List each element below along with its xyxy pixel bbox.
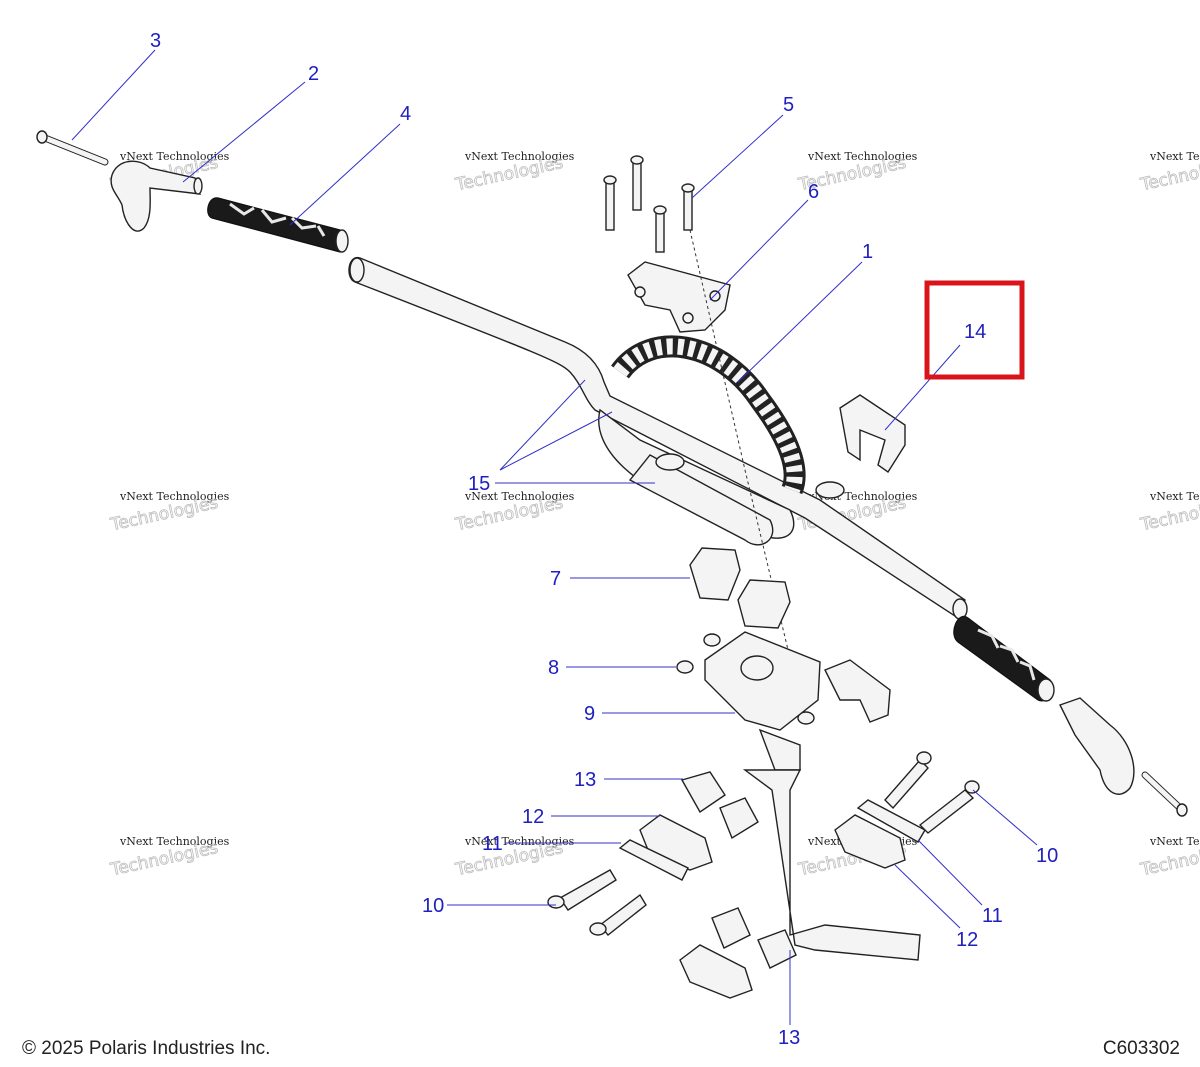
callout-7: 7 — [550, 568, 561, 590]
riser-clamp-body — [598, 408, 845, 546]
callout-10-right: 10 — [1036, 845, 1058, 867]
callout-12-left: 12 — [522, 806, 544, 828]
leader-lines — [71, 49, 1038, 1025]
callout-13-lower: 13 — [778, 1027, 800, 1049]
callout-14: 14 — [964, 321, 986, 343]
svg-text:vNext Technologies: vNext Technologies — [464, 490, 575, 503]
svg-text:vNext Technologies: vNext Technologies — [1149, 835, 1200, 848]
callout-2: 2 — [308, 63, 319, 85]
stem-mount — [704, 631, 921, 961]
callout-3: 3 — [150, 30, 161, 52]
callout-11-left: 11 — [482, 833, 503, 855]
lower-clamps — [689, 547, 791, 629]
callout-4: 4 — [400, 103, 411, 125]
alignment-lines — [689, 229, 801, 701]
diagram-code: C603302 — [1102, 1038, 1180, 1059]
riser-clamp-right — [824, 659, 891, 723]
bar-end-left — [110, 160, 203, 232]
callout-12-right: 12 — [956, 929, 978, 951]
callout-13-upper: 13 — [574, 769, 596, 791]
callout-11-right: 11 — [982, 905, 1003, 927]
bar-end-right — [1059, 697, 1135, 795]
lower-brackets — [639, 814, 906, 999]
callout-1: 1 — [862, 241, 873, 263]
svg-text:vNext Technologies: vNext Technologies — [807, 150, 918, 163]
svg-text:vNext Technologies: vNext Technologies — [464, 150, 575, 163]
watermark: vNext Technologies Technologies — [108, 835, 230, 881]
callout-5: 5 — [783, 94, 794, 116]
end-bolt-left — [36, 130, 109, 166]
parts — [36, 130, 1188, 999]
callout-8: 8 — [548, 657, 559, 679]
svg-text:vNext Technologies: vNext Technologies — [1149, 490, 1200, 503]
crossbar-pad — [611, 335, 806, 495]
callout-10-left: 10 — [422, 895, 444, 917]
callout-15: 15 — [468, 473, 490, 495]
grip-left — [207, 197, 349, 253]
top-clamp — [627, 261, 731, 333]
svg-text:vNext Technologies: vNext Technologies — [119, 150, 230, 163]
watermark: vNext Technologies Technologies — [453, 835, 575, 881]
bushings — [680, 771, 797, 969]
grip-right — [953, 615, 1055, 702]
watermark: vNext Technologies Technologies — [453, 490, 575, 536]
watermark: vNext Technologies Technologies — [108, 490, 230, 536]
watermark: vNext Technologies Technologies — [1138, 490, 1200, 536]
watermark: vNext Technologies Technologies — [1138, 835, 1200, 881]
highlight-box — [924, 280, 1025, 380]
svg-text:vNext Technologies: vNext Technologies — [119, 490, 230, 503]
copyright-notice: © 2025 Polaris Industries Inc. — [22, 1038, 271, 1059]
nuts — [676, 633, 815, 725]
watermarks: vNext Technologies Technologies vNext Te… — [108, 150, 1200, 881]
end-bolt-right — [1141, 771, 1188, 817]
svg-text:vNext Technologies: vNext Technologies — [119, 835, 230, 848]
svg-text:vNext Technologies: vNext Technologies — [1149, 150, 1200, 163]
callout-9: 9 — [584, 703, 595, 725]
watermark: vNext Technologies Technologies — [1138, 150, 1200, 196]
cable-clip — [839, 394, 906, 473]
lower-bolts — [547, 751, 980, 936]
watermark: vNext Technologies Technologies — [453, 150, 575, 196]
svg-text:vNext Technologies: vNext Technologies — [464, 835, 575, 848]
clamp-bolts — [603, 155, 695, 253]
callouts: 3 2 4 5 6 1 14 15 7 8 9 13 12 11 10 10 1… — [150, 30, 1058, 1049]
callout-6: 6 — [808, 181, 819, 203]
handlebar-tube — [348, 257, 968, 620]
